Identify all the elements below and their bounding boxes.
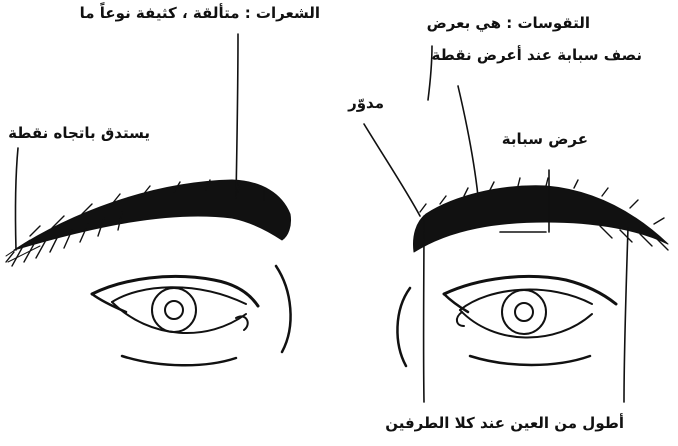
label-tapers: يستدق باتجاه نقطة xyxy=(8,126,150,141)
pointer-hairs xyxy=(236,34,238,198)
label-rounded: مدوّر xyxy=(348,96,384,111)
label-half-finger: نصف سبابة عند أعرض نقطة xyxy=(432,48,642,63)
label-finger-width: عرض سبابة xyxy=(502,132,588,147)
label-arches: التقوسات : هي بعرض xyxy=(427,16,590,31)
pointer-longer-right xyxy=(624,228,628,402)
label-hairs: الشعرات : متألقة ، كثيفة نوعاً ما xyxy=(80,6,320,21)
pointer-tapers xyxy=(15,148,18,250)
right-eyebrow xyxy=(414,178,669,252)
left-eyebrow xyxy=(6,180,291,266)
left-eye xyxy=(92,266,291,365)
label-longer-than-eye: أطول من العين عند كلا الطرفين xyxy=(385,416,624,431)
pointer-half-finger xyxy=(458,86,478,196)
pointer-rounded xyxy=(364,124,420,216)
right-eye xyxy=(397,276,616,366)
